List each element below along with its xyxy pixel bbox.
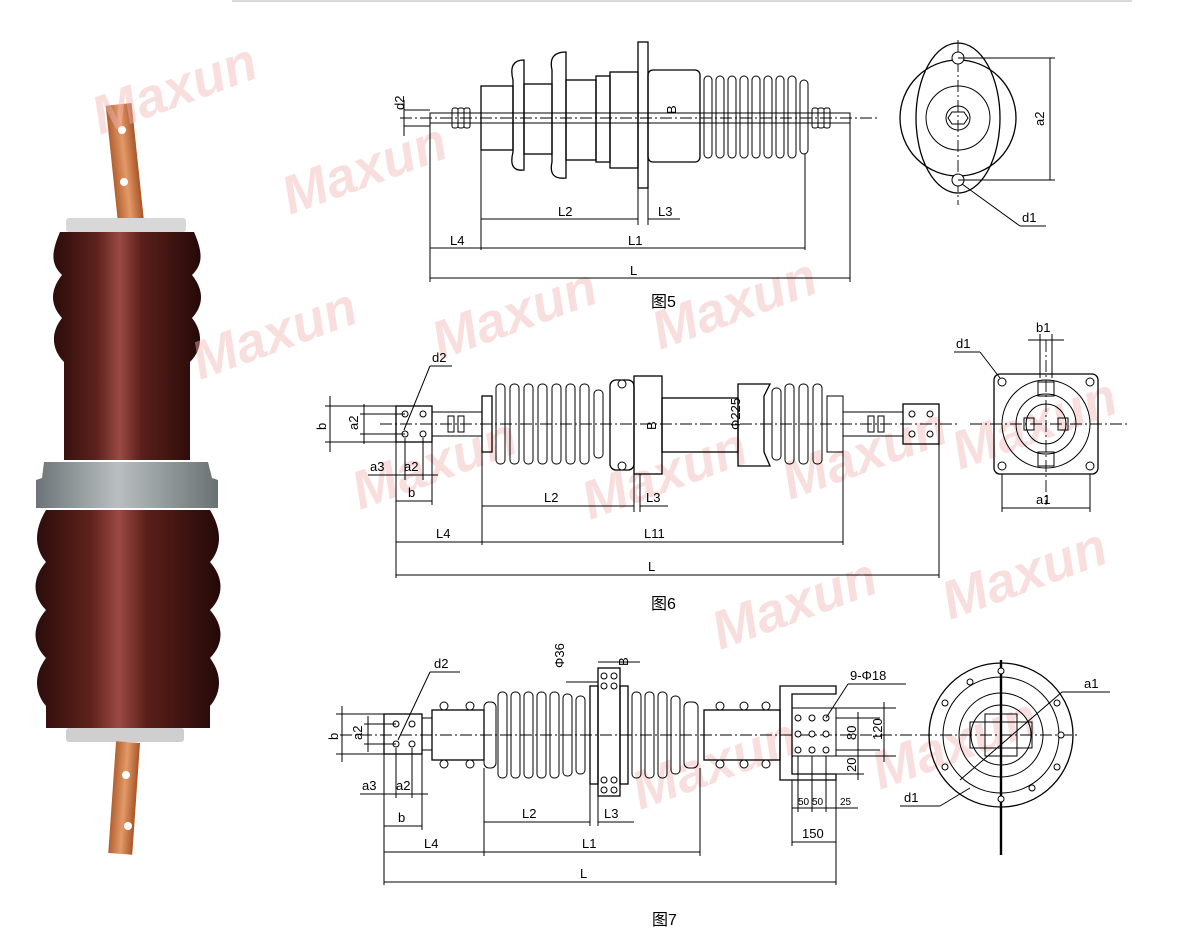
dim-label-d1: d1 bbox=[956, 336, 970, 351]
watermarks: Maxun Maxun Maxun Maxun Maxun Maxun Maxu… bbox=[84, 31, 1125, 821]
dim-label-b-bottom: b bbox=[408, 485, 415, 500]
dim-label-holes: 9-Φ18 bbox=[850, 668, 886, 683]
dim-label-b-vertical: b bbox=[314, 423, 329, 430]
figure-6: B Φ225 d2 b a2 a3 a2 b bbox=[314, 320, 1130, 613]
dim-label-l3: L3 bbox=[658, 204, 672, 219]
dim-label-d2: d2 bbox=[434, 656, 448, 671]
dim-label-phi36: Φ36 bbox=[552, 643, 567, 668]
dim-label-l3: L3 bbox=[604, 806, 618, 821]
dim-label-l3: L3 bbox=[646, 490, 660, 505]
dim-label-a2: a2 bbox=[1032, 112, 1047, 126]
watermark-text: Maxun bbox=[704, 546, 885, 661]
dim-label-l1: L1 bbox=[582, 836, 596, 851]
dim-label-50b: 50 bbox=[812, 797, 824, 808]
dim-label-l: L bbox=[580, 866, 587, 881]
figure-7: Φ36 B 9-Φ18 80 120 20 50 50 25 150 d2 bbox=[326, 643, 1110, 929]
dim-label-80: 80 bbox=[844, 726, 859, 740]
dim-label-a2-vertical: a2 bbox=[346, 416, 361, 430]
watermark-text: Maxun bbox=[424, 256, 605, 371]
dim-label-a3: a3 bbox=[370, 459, 384, 474]
watermark-text: Maxun bbox=[184, 276, 365, 391]
dim-label-l11: L11 bbox=[644, 526, 665, 541]
figure-5: B d2 L2 L3 L4 L1 L a2 bbox=[392, 40, 1055, 311]
watermark-text: Maxun bbox=[624, 706, 805, 821]
terminal-hole bbox=[122, 771, 130, 779]
dim-label-150: 150 bbox=[802, 826, 824, 841]
dim-label-a2-vertical: a2 bbox=[350, 726, 365, 740]
dim-label-b-bottom: b bbox=[398, 810, 405, 825]
lower-porcelain-sheds bbox=[35, 510, 221, 728]
dim-label-l2: L2 bbox=[544, 490, 558, 505]
dim-label-a1: a1 bbox=[1036, 492, 1050, 507]
dim-label-l2: L2 bbox=[522, 806, 536, 821]
dim-label-d1: d1 bbox=[1022, 210, 1036, 225]
dim-label-b: B bbox=[616, 657, 631, 666]
dim-label-l: L bbox=[630, 263, 637, 278]
watermark-text: Maxun bbox=[84, 31, 265, 146]
dim-label-b: B bbox=[644, 421, 659, 430]
dim-label-a1: a1 bbox=[1084, 676, 1098, 691]
dim-label-l4: L4 bbox=[424, 836, 438, 851]
dim-label-20: 20 bbox=[844, 758, 859, 772]
watermark-text: Maxun bbox=[864, 686, 1045, 801]
dim-label-l4: L4 bbox=[450, 233, 464, 248]
watermark-text: Maxun bbox=[934, 516, 1115, 631]
top-rule bbox=[232, 0, 1132, 2]
dim-label-b1: b1 bbox=[1036, 320, 1050, 335]
bottom-copper-terminal bbox=[108, 741, 141, 855]
dim-label-phi225: Φ225 bbox=[728, 398, 743, 430]
dim-label-d2: d2 bbox=[392, 96, 407, 110]
dim-label-l: L bbox=[648, 559, 655, 574]
figure-7-caption: 图7 bbox=[652, 912, 677, 929]
terminal-hole bbox=[124, 822, 132, 830]
dim-label-d1: d1 bbox=[904, 790, 918, 805]
bushing-photo bbox=[35, 102, 221, 855]
dim-label-25: 25 bbox=[840, 797, 852, 808]
dim-label-l1: L1 bbox=[628, 233, 642, 248]
dim-label-l4: L4 bbox=[436, 526, 450, 541]
figure-6-caption: 图6 bbox=[651, 596, 676, 613]
figure-5-caption: 图5 bbox=[651, 294, 676, 311]
mounting-flange bbox=[36, 462, 218, 508]
dim-label-120: 120 bbox=[870, 718, 885, 740]
terminal-hole bbox=[120, 178, 128, 186]
dim-label-d2: d2 bbox=[432, 350, 446, 365]
dim-label-a2-bottom: a2 bbox=[396, 778, 410, 793]
dim-label-a3: a3 bbox=[362, 778, 376, 793]
upper-porcelain-sheds bbox=[53, 232, 201, 460]
dim-label-b: B bbox=[664, 105, 679, 114]
terminal-hole bbox=[118, 126, 126, 134]
dim-label-50a: 50 bbox=[798, 797, 810, 808]
watermark-text: Maxun bbox=[274, 111, 455, 226]
dim-label-a2-bottom: a2 bbox=[404, 459, 418, 474]
watermark-text: Maxun bbox=[574, 416, 755, 531]
top-copper-terminal bbox=[105, 102, 145, 228]
dim-label-b-vertical: b bbox=[326, 733, 341, 740]
dim-label-l2: L2 bbox=[558, 204, 572, 219]
